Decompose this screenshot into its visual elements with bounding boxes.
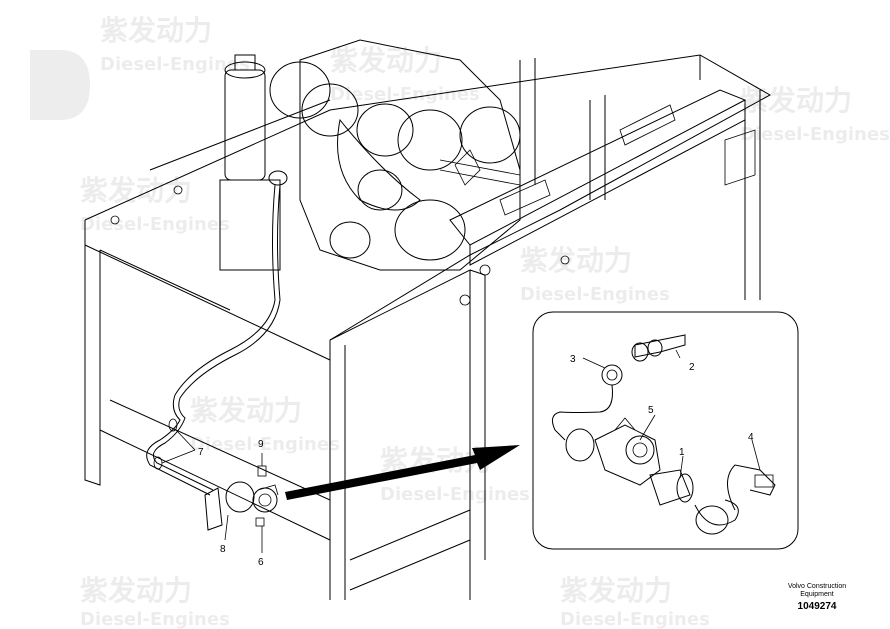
- callout-1: 1: [679, 447, 685, 458]
- machine-frame: [84, 54, 772, 600]
- watermark-layer: 紫发动力 Diesel-Engines 紫发动力 Diesel-Engines …: [30, 14, 890, 629]
- callout-labels: 1 2 3 4 5 6 7 8 9: [198, 354, 754, 568]
- callout-7: 7: [198, 447, 204, 458]
- watermark-cn: 紫发动力: [330, 44, 442, 77]
- caption-line-2: Equipment: [800, 591, 834, 598]
- watermark-en: Diesel-Engines: [560, 609, 710, 629]
- watermark-en: Diesel-Engines: [80, 214, 230, 235]
- callout-6: 6: [258, 557, 264, 568]
- detail-arrow: [285, 445, 520, 500]
- callout-3: 3: [570, 354, 576, 365]
- leader-lines: [161, 349, 761, 553]
- watermark-logo: [30, 50, 90, 120]
- watermark-en: Diesel-Engines: [520, 284, 670, 305]
- document-caption: Volvo Construction Equipment 1049274: [772, 583, 862, 612]
- watermark-en: Diesel-Engines: [330, 84, 480, 105]
- callout-2: 2: [689, 362, 695, 373]
- engine-assembly: [219, 39, 521, 271]
- watermark-cn: 紫发动力: [520, 244, 632, 277]
- plug-cap-2: [631, 334, 686, 362]
- document-number: 1049274: [797, 601, 837, 612]
- cable-harness: [146, 184, 281, 496]
- callout-9: 9: [258, 439, 264, 450]
- watermark-en: Diesel-Engines: [190, 434, 340, 455]
- socket-bracket: [204, 465, 279, 531]
- plug-4: [694, 464, 776, 535]
- socket-5: [565, 417, 661, 486]
- watermark-en: Diesel-Engines: [740, 124, 890, 145]
- caption-line-1: Volvo Construction: [787, 583, 847, 590]
- watermark-cn: 紫发动力: [80, 174, 192, 207]
- watermark-cn: 紫发动力: [80, 574, 192, 607]
- plug-housing-1: [649, 469, 694, 506]
- callout-5: 5: [648, 405, 654, 416]
- watermark-en: Diesel-Engines: [380, 484, 530, 505]
- detail-view: [532, 311, 799, 550]
- callout-8: 8: [220, 544, 226, 555]
- watermark-en: Diesel-Engines: [100, 54, 250, 75]
- watermark-cn: 紫发动力: [190, 394, 302, 427]
- watermark-en: Diesel-Engines: [80, 609, 230, 629]
- callout-4: 4: [748, 432, 754, 443]
- watermark-cn: 紫发动力: [740, 84, 852, 117]
- watermark-cn: 紫发动力: [560, 574, 672, 607]
- watermark-cn: 紫发动力: [100, 14, 212, 47]
